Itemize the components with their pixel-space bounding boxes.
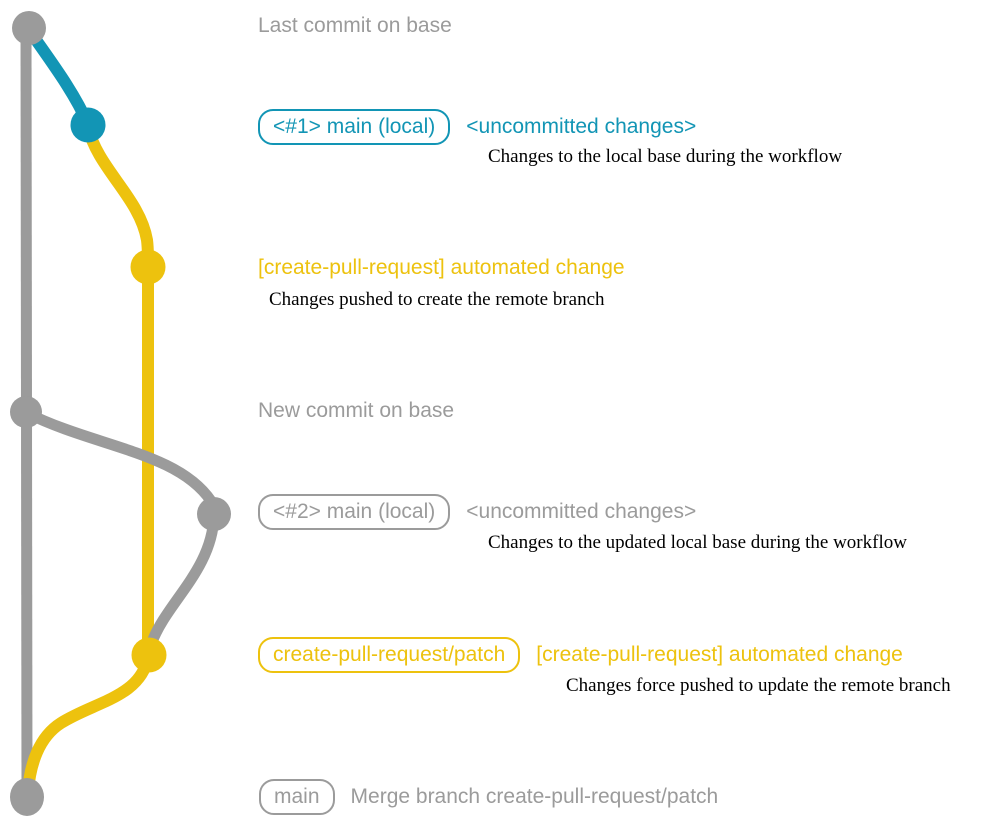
merge-commit-label: Merge branch create-pull-request/patch bbox=[350, 785, 719, 808]
commit-node-merge bbox=[10, 778, 44, 816]
caption-local-base-changes: Changes to the local base during the wor… bbox=[488, 146, 843, 167]
remote-branch-merge-curve bbox=[22, 651, 154, 798]
row-merge: main Merge branch create-pull-request/pa… bbox=[259, 779, 718, 815]
remote-branch-curve-top bbox=[82, 121, 154, 268]
automated-change-note-2: [create-pull-request] automated change bbox=[536, 643, 903, 666]
uncommitted-changes-note-2: <uncommitted changes> bbox=[466, 500, 697, 523]
new-commit-label: New commit on base bbox=[258, 399, 455, 422]
row-main-local-1: <#1> main (local) <uncommitted changes> bbox=[258, 109, 696, 145]
rebase-curve bbox=[146, 510, 220, 648]
caption-updated-local-base-changes: Changes to the updated local base during… bbox=[488, 532, 907, 553]
row-automated-change-2: create-pull-request/patch [create-pull-r… bbox=[258, 637, 903, 673]
commit-node-automated-change-2 bbox=[131, 637, 167, 673]
branch-pill-main-local-2: <#2> main (local) bbox=[258, 494, 451, 530]
row-automated-change-1: [create-pull-request] automated change bbox=[258, 255, 625, 281]
row-main-local-2: <#2> main (local) <uncommitted changes> bbox=[258, 494, 696, 530]
local-main-branch-curve-1 bbox=[23, 24, 94, 130]
commit-node-automated-change-1 bbox=[130, 249, 166, 285]
uncommitted-changes-note-1: <uncommitted changes> bbox=[466, 115, 697, 138]
caption-pushed-create-branch: Changes pushed to create the remote bran… bbox=[269, 289, 605, 310]
local-main-branch-curve-2 bbox=[21, 407, 217, 507]
branch-pill-main: main bbox=[259, 779, 335, 815]
branch-pill-main-local-1: <#1> main (local) bbox=[258, 109, 451, 145]
row-new-commit: New commit on base bbox=[258, 398, 454, 424]
caption-force-pushed-update-branch: Changes force pushed to update the remot… bbox=[566, 675, 951, 696]
branch-pill-create-pull-request-patch: create-pull-request/patch bbox=[258, 637, 521, 673]
automated-change-note-1: [create-pull-request] automated change bbox=[258, 256, 625, 279]
commit-node-last-base bbox=[12, 11, 46, 45]
last-commit-label: Last commit on base bbox=[258, 14, 452, 37]
commit-node-new-base bbox=[10, 396, 42, 428]
row-last-commit: Last commit on base bbox=[258, 13, 452, 39]
commit-node-main-local-1 bbox=[70, 107, 106, 143]
commit-node-main-local-2 bbox=[197, 497, 231, 531]
